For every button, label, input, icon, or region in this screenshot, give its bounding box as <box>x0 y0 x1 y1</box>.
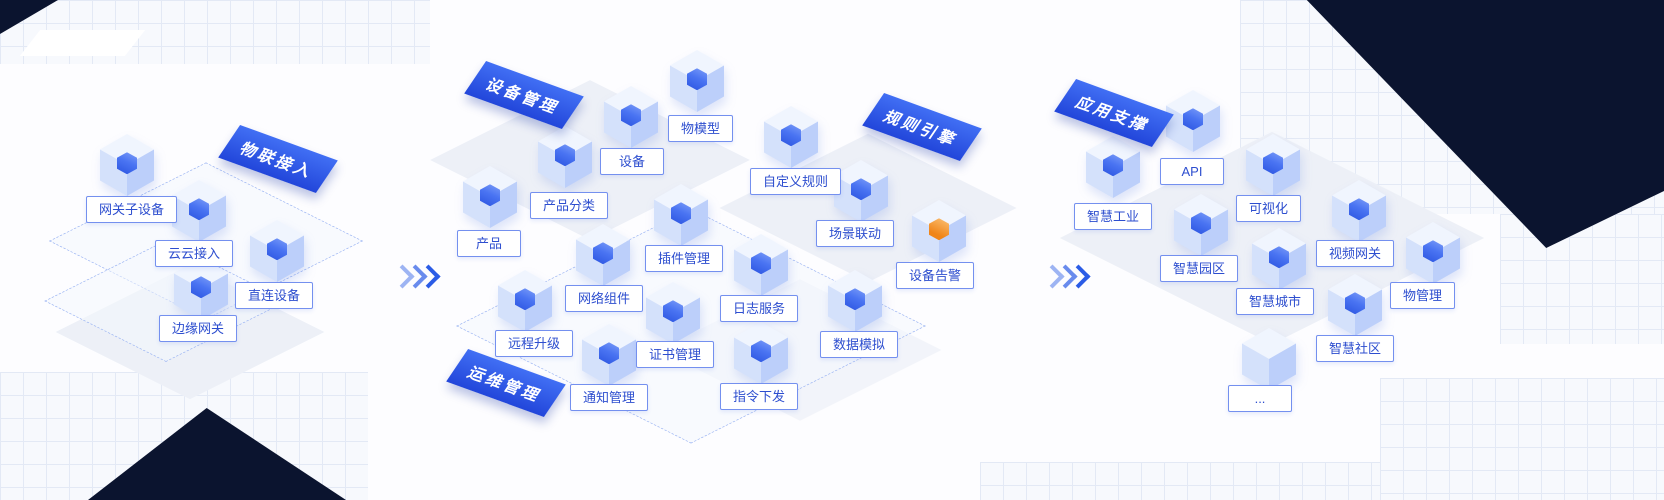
more-cube-icon <box>1242 328 1296 390</box>
plugin-management-icon <box>654 184 708 246</box>
product-category-icon <box>538 126 592 188</box>
label-certificate-management: 证书管理 <box>636 341 715 368</box>
label-plugin-management: 插件管理 <box>645 245 724 272</box>
white-accent-top-left <box>19 30 146 56</box>
label-gateway-subdevice: 网关子设备 <box>86 196 178 223</box>
flow-arrow-left <box>390 264 441 289</box>
smart-city-icon <box>1252 228 1306 290</box>
label-data-simulation: 数据模拟 <box>820 331 899 358</box>
label-direct-device: 直连设备 <box>235 282 314 309</box>
label-smart-park: 智慧园区 <box>1160 255 1239 282</box>
label-visualization: 可视化 <box>1236 195 1302 222</box>
edge-gateway-icon <box>174 258 228 320</box>
grid-pattern-right <box>1500 214 1664 344</box>
label-thing-management: 物管理 <box>1390 282 1456 309</box>
label-more: ... <box>1228 385 1292 412</box>
flow-arrow-right <box>1040 264 1091 289</box>
label-api: API <box>1160 158 1224 185</box>
label-log-service: 日志服务 <box>720 295 799 322</box>
label-device-alarm: 设备告警 <box>896 262 975 289</box>
label-smart-industry: 智慧工业 <box>1074 203 1153 230</box>
label-network-component: 网络组件 <box>565 285 644 312</box>
label-smart-community: 智慧社区 <box>1316 335 1395 362</box>
certificate-management-icon <box>646 282 700 344</box>
label-cloud-access: 云云接入 <box>155 240 234 267</box>
monitor-device-icon <box>100 134 154 196</box>
label-notification-management: 通知管理 <box>570 384 649 411</box>
remote-upgrade-icon <box>498 270 552 332</box>
label-device: 设备 <box>600 148 664 175</box>
smart-park-icon <box>1174 194 1228 256</box>
scene-linkage-icon <box>834 160 888 222</box>
label-custom-rule: 自定义规则 <box>750 168 842 195</box>
device-server-icon <box>604 86 658 148</box>
network-component-icon <box>576 224 630 286</box>
label-video-gateway: 视频网关 <box>1316 240 1395 267</box>
label-product-category: 产品分类 <box>530 192 609 219</box>
cloud-access-icon <box>172 180 226 242</box>
grid-pattern-bottom-strip <box>980 462 1380 500</box>
thing-management-icon <box>1406 222 1460 284</box>
smart-industry-icon <box>1086 136 1140 198</box>
data-simulation-icon <box>828 270 882 332</box>
log-service-icon <box>734 234 788 296</box>
notification-management-icon <box>582 324 636 386</box>
device-alarm-icon <box>912 200 966 262</box>
visualization-icon <box>1246 134 1300 196</box>
api-globe-icon <box>1166 90 1220 152</box>
thing-model-icon <box>670 50 724 112</box>
command-dispatch-icon <box>734 322 788 384</box>
label-smart-city: 智慧城市 <box>1236 288 1315 315</box>
chain-link-device-icon <box>250 220 304 282</box>
label-command-dispatch: 指令下发 <box>720 383 799 410</box>
video-gateway-icon <box>1332 180 1386 242</box>
custom-rule-icon <box>764 106 818 168</box>
label-thing-model: 物模型 <box>668 115 734 142</box>
grid-pattern-bottom-right <box>1380 378 1664 500</box>
label-product: 产品 <box>457 230 521 257</box>
product-cube-icon <box>463 166 517 228</box>
smart-community-icon <box>1328 274 1382 336</box>
label-remote-upgrade: 远程升级 <box>495 330 574 357</box>
label-edge-gateway: 边缘网关 <box>159 315 238 342</box>
label-scene-linkage: 场景联动 <box>816 220 895 247</box>
